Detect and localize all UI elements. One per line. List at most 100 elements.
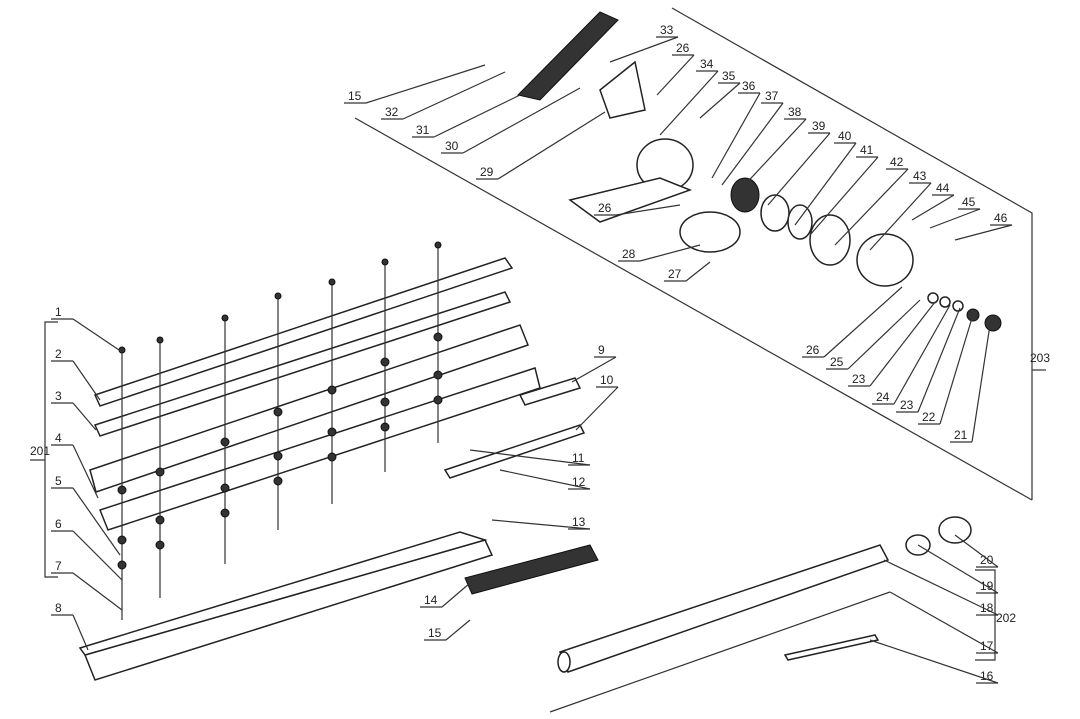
leader-line [711,92,761,179]
callout-10: 10 [600,373,614,387]
callout-3: 3 [55,389,62,403]
nut-washer [434,241,442,249]
callout-45: 45 [962,195,976,209]
nut-washer [273,451,283,461]
callout-26: 26 [676,41,690,55]
nut-washer [117,535,127,545]
leader-line [497,111,606,180]
callout-25: 25 [830,355,844,369]
leader-line [659,70,719,136]
nut-washer [117,485,127,495]
plate-10 [443,424,586,479]
leader-line [575,386,619,431]
callout-40: 40 [838,129,852,143]
group-203-label: 203 [1030,351,1050,365]
callout-23: 23 [900,398,914,412]
leader-line [72,360,101,401]
leader-line [609,36,679,63]
callout-14: 14 [424,593,438,607]
drive-tube [559,544,890,673]
blade-guard-top [93,257,514,407]
nut-washer [381,258,389,266]
nut-washer [274,292,282,300]
leader-line [954,534,999,568]
nut-washer [155,540,165,550]
callout-9: 9 [598,343,605,357]
leader-line [939,317,973,425]
nut-washer [433,332,443,342]
callout-15: 15 [428,626,442,640]
callout-42: 42 [890,155,904,169]
leader-line [402,71,506,120]
leader-line [911,194,955,221]
leader-line [72,402,97,431]
leader-line [72,530,123,581]
leader-line [72,614,89,651]
leader-line [883,559,999,616]
shaft-parts [549,516,972,713]
leader-line [499,469,591,490]
leader-line [72,318,123,353]
callout-41: 41 [860,143,874,157]
callout-36: 36 [742,79,756,93]
leader-line [917,544,999,594]
callout-39: 39 [812,119,826,133]
pinion-gear [730,177,760,213]
leader-line [869,182,932,251]
group-201-label: 201 [30,444,50,458]
nut-washer [433,370,443,380]
leader-line [72,572,123,611]
nut-washer [433,395,443,405]
callout-32: 32 [385,105,399,119]
callout-37: 37 [765,89,779,103]
leader-line [869,639,999,684]
nut-washer [155,467,165,477]
callout-46: 46 [994,211,1008,225]
nut-washer [380,422,390,432]
callout-18: 18 [980,601,994,615]
leader-line [889,591,999,654]
leader-line [954,224,1013,241]
leader-line [615,204,681,216]
nut-washer [155,515,165,525]
leader-line [823,286,903,358]
nut-washer [273,407,283,417]
gearbox-head [856,233,914,287]
leader-line [739,118,807,191]
callout-8: 8 [55,601,62,615]
callout-6: 6 [55,517,62,531]
nut-washer [220,483,230,493]
drive-shaft [549,591,891,713]
leader-line [433,94,521,138]
leader-line [72,444,99,499]
nut-washer [220,508,230,518]
leader-line [794,142,857,226]
bolt-columns [117,241,443,620]
callout-22: 22 [922,410,936,424]
leader-line [441,582,471,608]
wrench [518,377,582,406]
callout-43: 43 [913,169,927,183]
leader-line [929,208,981,229]
leader-line [893,304,951,405]
callout-33: 33 [660,23,674,37]
o-ring [760,194,790,232]
leader-line [365,64,486,104]
callout-5: 5 [55,474,62,488]
callout-31: 31 [416,123,430,137]
leader-line [847,299,921,370]
housing-base [568,177,693,223]
callout-1: 1 [55,305,62,319]
cutter-blade-lower [99,367,541,531]
callout-44: 44 [936,181,950,195]
nut-washer [327,385,337,395]
nut-washer [380,357,390,367]
nut-washer [327,427,337,437]
blade-parts [78,257,541,681]
nut-washer [380,397,390,407]
leader-line [685,261,711,282]
group-201-bracket [44,321,58,578]
nut-washer [273,476,283,486]
leader-line [917,307,961,413]
